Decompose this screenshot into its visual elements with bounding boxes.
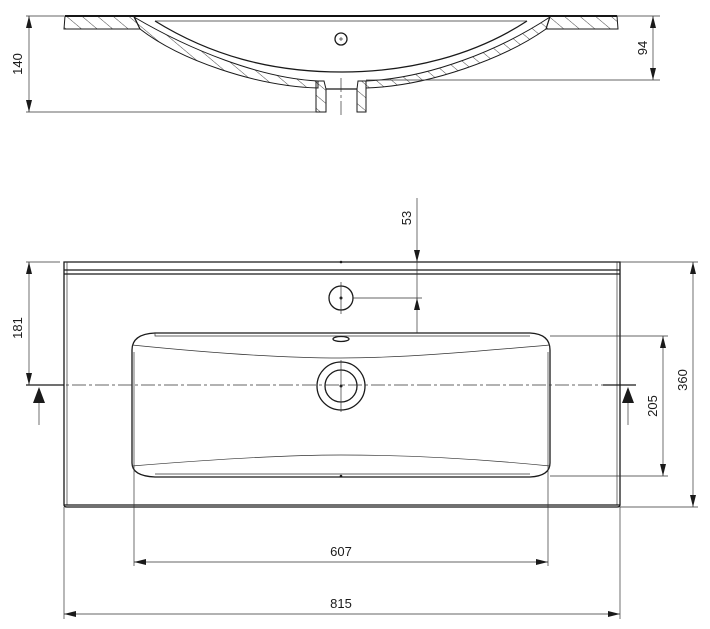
basin-bowl-outline xyxy=(131,332,551,478)
dim-bowl-width: 607 xyxy=(133,463,549,566)
dim-tap-hole-offset: 53 xyxy=(399,198,420,333)
dim-bowl-depth-top: 205 xyxy=(550,335,668,477)
bowl-left-section xyxy=(132,15,319,89)
dim-360-label: 360 xyxy=(675,369,690,391)
bowl-right-section xyxy=(365,15,551,89)
bowl-inner-curve xyxy=(154,20,528,73)
left-flange-section xyxy=(63,15,141,30)
dim-815-label: 815 xyxy=(330,596,352,611)
dim-section-offset: 181 xyxy=(10,261,60,385)
dim-205-label: 205 xyxy=(645,395,660,417)
top-view: 181 53 205 360 xyxy=(10,198,698,619)
dim-53-label: 53 xyxy=(399,211,414,225)
right-flange-section xyxy=(545,15,619,30)
dim-94-label: 94 xyxy=(635,41,650,55)
drain-left-wall xyxy=(315,80,327,113)
dim-depth-overall: 360 xyxy=(620,261,698,508)
dim-overall-height: 140 xyxy=(10,15,316,113)
dim-width-overall: 815 xyxy=(63,507,621,619)
dim-181-label: 181 xyxy=(10,317,25,339)
dim-140-label: 140 xyxy=(10,53,25,75)
dim-bowl-depth-side: 94 xyxy=(366,15,660,81)
dim-607-label: 607 xyxy=(330,544,352,559)
tap-hole-mark xyxy=(334,32,348,46)
overflow-slot xyxy=(332,335,350,343)
drain-right-wall xyxy=(356,80,367,113)
basin-front-slope xyxy=(131,454,551,467)
basin-back-slope xyxy=(131,344,551,359)
section-arrow-right-icon xyxy=(622,387,634,403)
section-arrow-left-icon xyxy=(33,387,45,403)
side-view: 140 94 xyxy=(10,15,660,118)
